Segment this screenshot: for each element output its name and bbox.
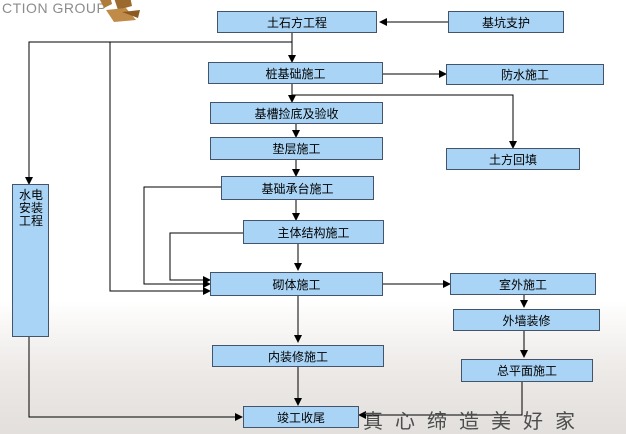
brush-calligraphy-icon — [100, 0, 140, 22]
box-trench-inspection: 基槽捡底及验收 — [210, 102, 383, 124]
box-main-structure: 主体结构施工 — [243, 220, 384, 244]
box-exterior-wall: 外墙装修 — [453, 309, 600, 331]
box-exterior: 室外施工 — [450, 273, 596, 295]
brand-name: CTION GROUP — [2, 0, 107, 16]
box-pile-foundation: 桩基础施工 — [208, 62, 383, 84]
box-mep-installation: 水电安装工程 — [12, 184, 49, 337]
box-interior: 内装修施工 — [212, 345, 384, 367]
box-cushion: 垫层施工 — [210, 137, 383, 160]
box-earthwork: 土石方工程 — [217, 11, 377, 33]
box-site-plan: 总平面施工 — [461, 359, 593, 382]
box-foundation-cap: 基础承台施工 — [221, 176, 374, 200]
box-pit-support: 基坑支护 — [448, 11, 564, 33]
box-completion: 竣工收尾 — [243, 406, 359, 428]
box-waterproofing: 防水施工 — [446, 64, 604, 85]
slogan: 真心缔造美好家 — [363, 409, 587, 433]
box-masonry: 砌体施工 — [210, 272, 383, 296]
box-backfill: 土方回填 — [446, 148, 580, 170]
